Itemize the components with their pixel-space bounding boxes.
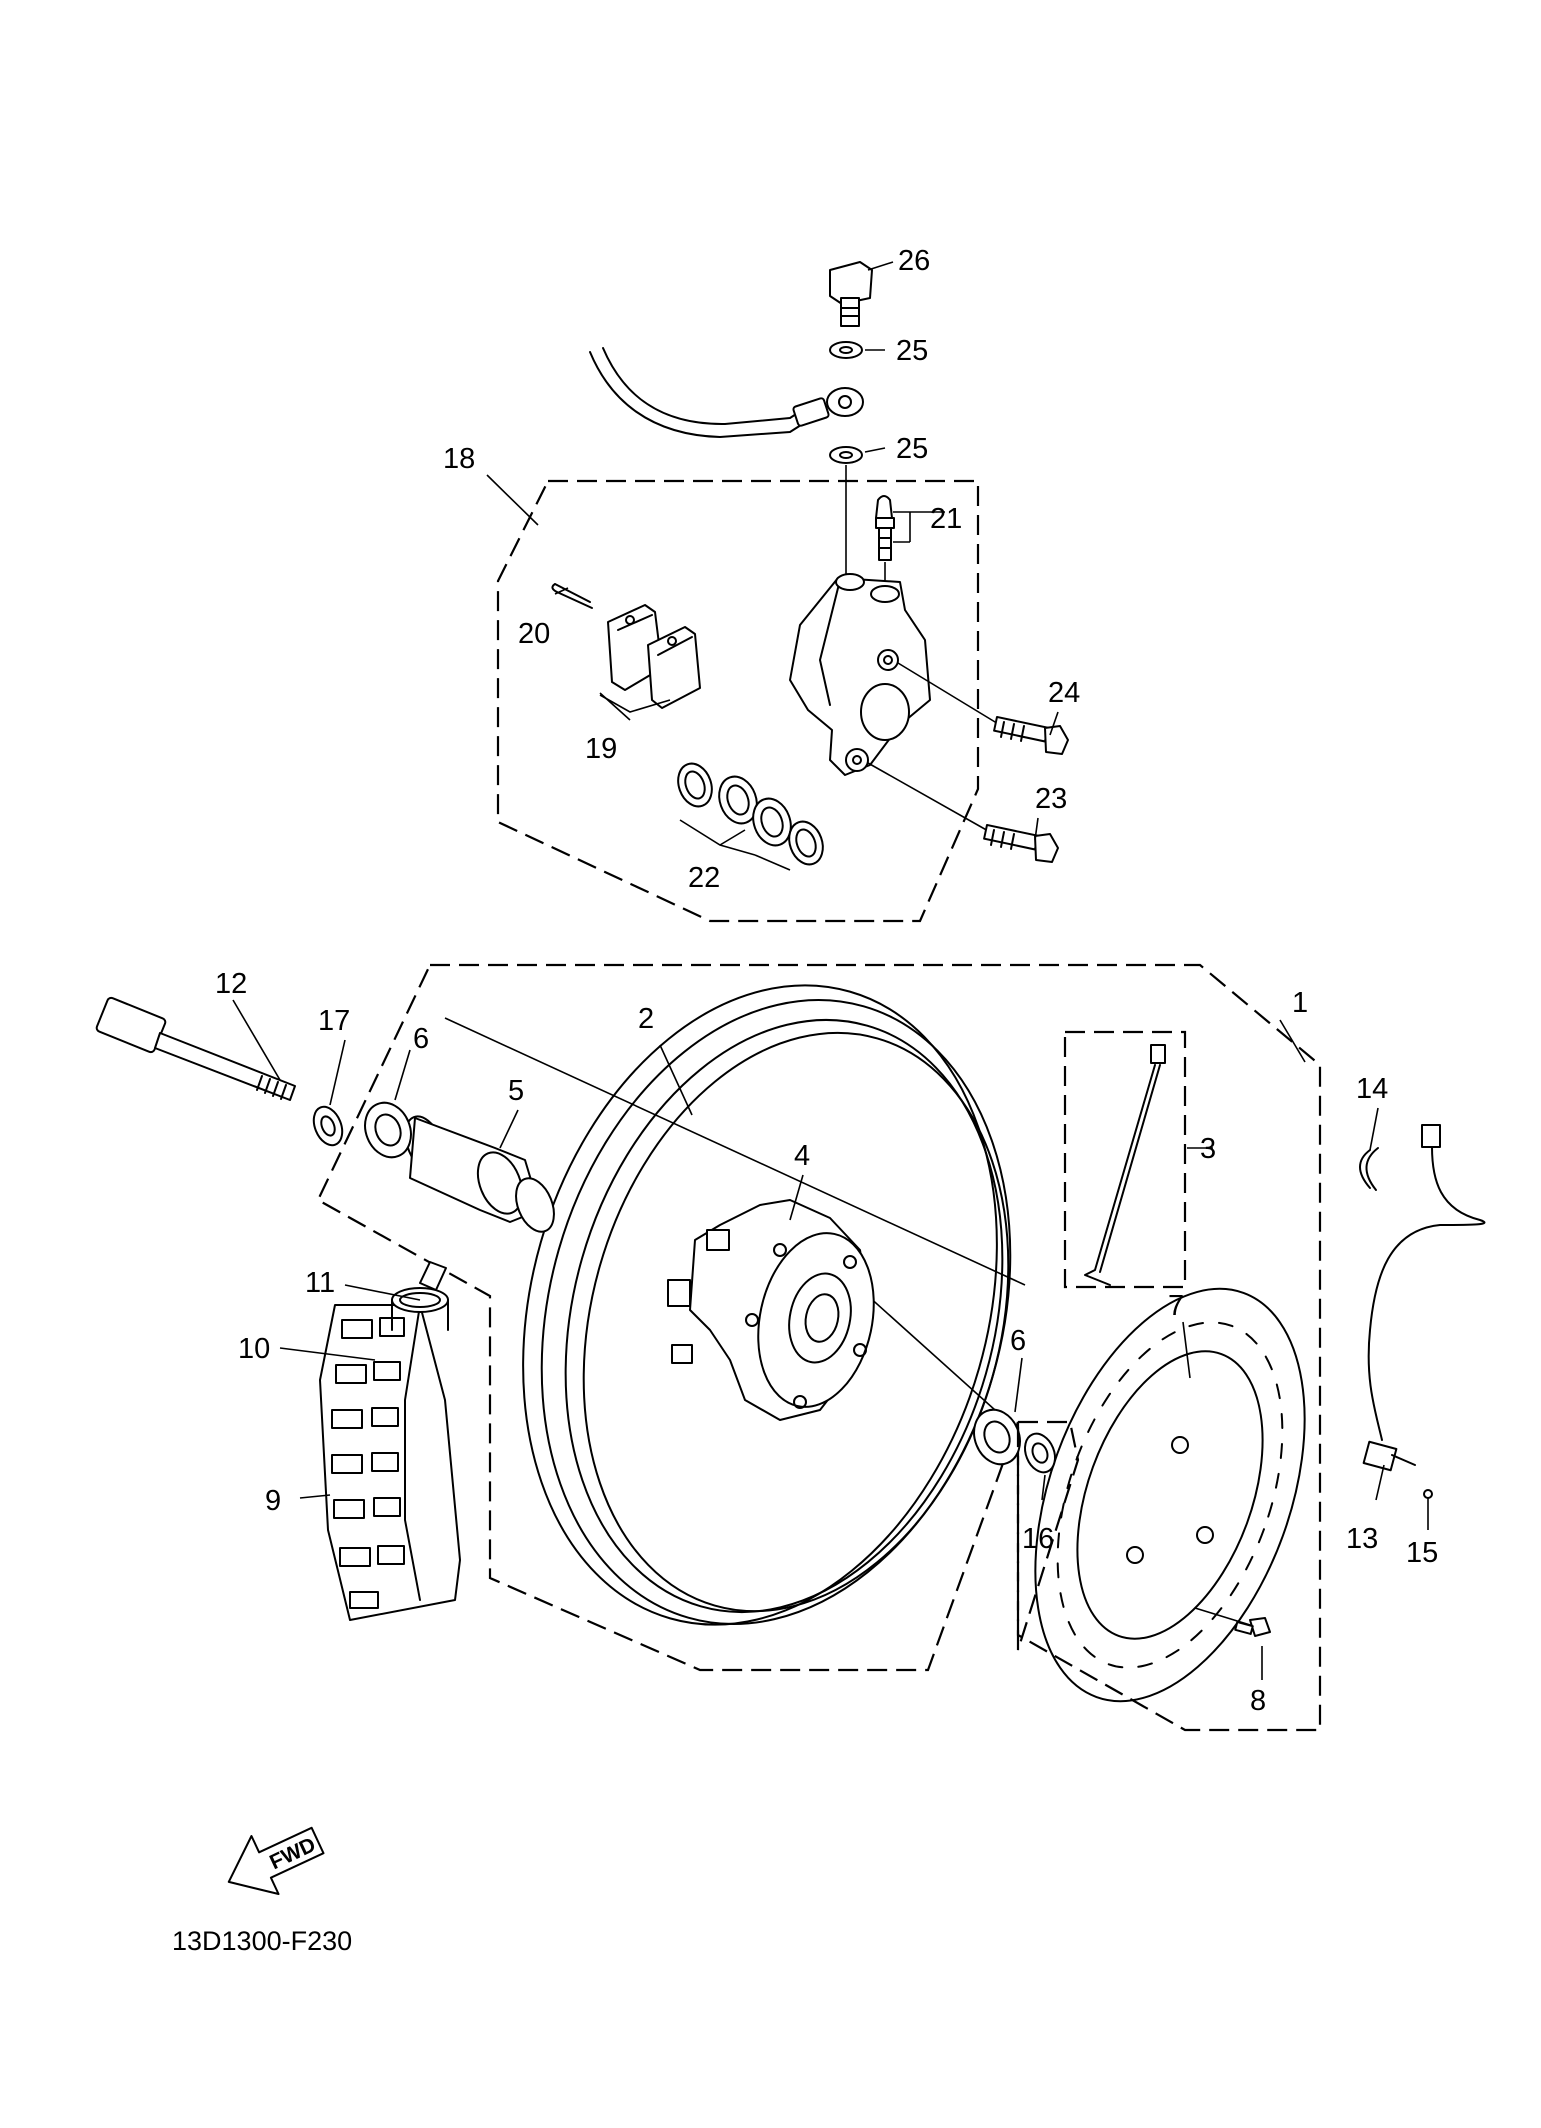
spoke: [1063, 1030, 1187, 1289]
callout-6-left: 6: [413, 1023, 429, 1055]
callout-7: 7: [1168, 1290, 1184, 1322]
callout-8: 8: [1250, 1685, 1266, 1717]
callout-11: 11: [305, 1267, 335, 1299]
callout-19: 19: [585, 733, 617, 765]
callout-16: 16: [1022, 1523, 1054, 1555]
callout-24: 24: [1048, 677, 1080, 709]
caliper-group-outline: [496, 479, 980, 923]
callout-leaders: [232, 261, 1429, 1680]
caliper-bolt-lower: [983, 823, 1059, 863]
callout-6-right: 6: [1010, 1325, 1026, 1357]
caliper-body: [789, 573, 931, 776]
forward-arrow: FWD: [227, 1826, 325, 1896]
callout-10: 10: [238, 1333, 270, 1365]
copper-washer: [829, 446, 863, 464]
rim-band: [419, 1261, 447, 1291]
oil-seal: [1024, 1432, 1056, 1474]
callout-5: 5: [508, 1075, 524, 1107]
callout-12: 12: [215, 968, 247, 1000]
callout-20: 20: [518, 618, 550, 650]
axle-collar: [404, 1115, 555, 1233]
callout-4: 4: [794, 1140, 810, 1172]
brake-caliper-group: [496, 261, 1069, 923]
callout-2: 2: [638, 1003, 654, 1035]
callout-26: 26: [898, 245, 930, 277]
axle-washer: [312, 1105, 344, 1147]
brake-disc-group: [1016, 1287, 1306, 1703]
pad-pin: [551, 583, 593, 609]
callout-1: 1: [1292, 987, 1308, 1019]
union-bolt: [829, 261, 873, 327]
copper-washer: [829, 341, 863, 359]
bleed-screw-and-cap: [875, 495, 895, 561]
callout-13: 13: [1346, 1523, 1378, 1555]
wheel-hub: [667, 1199, 875, 1421]
axle-line: [444, 1017, 1026, 1286]
front-axle: [95, 996, 296, 1101]
callout-21: 21: [930, 503, 962, 535]
brake-pads: [607, 604, 701, 709]
callout-17: 17: [318, 1005, 350, 1037]
diagram-code: 13D1300-F230: [172, 1926, 352, 1956]
callout-9: 9: [265, 1485, 281, 1517]
callout-15: 15: [1406, 1537, 1438, 1569]
disc-screw: [1234, 1617, 1271, 1637]
wheel-bearing-left: [364, 1101, 412, 1159]
callout-3: 3: [1200, 1133, 1216, 1165]
brake-hose: [589, 347, 864, 438]
caliper-bolt-upper: [993, 715, 1069, 755]
callouts: 1 2 3 4 5 6 6 7 8 9 10 11 12 13 14 15 16…: [215, 245, 1438, 1717]
tire: [319, 1304, 461, 1621]
callout-14: 14: [1356, 1073, 1388, 1105]
circlip: [1359, 1147, 1379, 1191]
callout-23: 23: [1035, 783, 1067, 815]
wheel-bearing-right: [973, 1408, 1021, 1466]
piston-seals: [677, 762, 824, 866]
sensor-screw: [1423, 1489, 1433, 1499]
callout-25-lower: 25: [896, 433, 928, 465]
wheel-group: [316, 963, 1322, 1732]
callout-18: 18: [443, 443, 475, 475]
callout-22: 22: [688, 862, 720, 894]
wheel-sensor: [1362, 1124, 1486, 1472]
wheel-rim: [522, 984, 1012, 1626]
callout-25-upper: 25: [896, 335, 928, 367]
